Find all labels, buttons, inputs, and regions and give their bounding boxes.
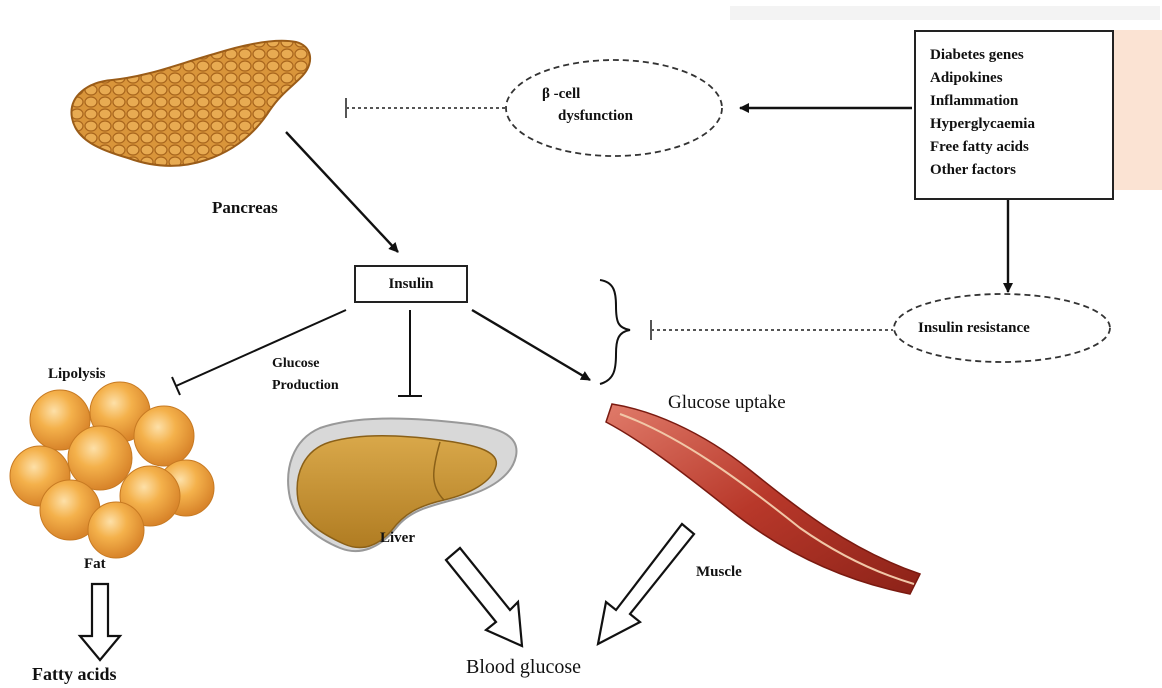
fatty-acids-label: Fatty acids [32,664,117,685]
lipolysis-label: Lipolysis [48,366,106,383]
factor-item: Inflammation [930,90,1112,113]
pancreas-illustration [71,41,310,166]
insulin-box: Insulin [354,265,468,303]
contributing-factors-box: Diabetes genes Adipokines Inflammation H… [914,30,1114,200]
glucose-production-label-line1: Glucose [272,356,319,372]
factor-item: Free fatty acids [930,136,1112,159]
arrow-pancreas-to-insulin [286,132,398,252]
insulin-resistance-label: Insulin resistance [918,318,1030,338]
muscle-label: Muscle [696,564,742,581]
fat-label: Fat [84,556,106,573]
arrow-insulin-to-uptake [472,310,590,380]
factors-list: Diabetes genes Adipokines Inflammation H… [930,44,1112,182]
factor-item: Other factors [930,159,1112,182]
insulin-label: Insulin [388,276,433,293]
liver-label: Liver [380,530,415,547]
beta-cell-label-line1: β -cell [542,84,580,104]
pancreas-label: Pancreas [212,198,278,218]
glucose-production-label-line2: Production [272,378,339,394]
curly-brace [600,280,630,384]
factor-item: Hyperglycaemia [930,113,1112,136]
factor-item: Diabetes genes [930,44,1112,67]
hollow-arrow-muscle-to-blood [598,524,694,644]
glucose-uptake-label: Glucose uptake [668,392,786,414]
fat-cells-illustration [10,382,214,558]
hollow-arrow-fat-to-fatty-acids [80,584,120,660]
blood-glucose-label: Blood glucose [466,656,581,679]
accent-bar-side [1112,30,1162,190]
insulin-inhibit-lipolysis-bar [172,377,180,395]
beta-cell-label-line2: dysfunction [558,106,633,126]
accent-bar-top [730,6,1160,20]
hollow-arrow-liver-to-blood [446,548,522,646]
factor-item: Adipokines [930,67,1112,90]
insulin-inhibit-lipolysis-line [176,310,346,386]
